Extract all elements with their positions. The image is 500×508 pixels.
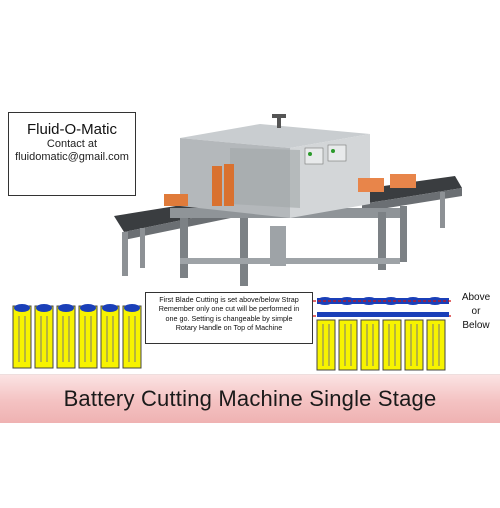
contact-label: Contact at (46, 138, 98, 150)
title-banner: Battery Cutting Machine Single Stage (0, 374, 500, 423)
note-line: Remember only one cut will be performed … (158, 304, 300, 314)
note-line: Rotary Handle on Top of Machine (175, 323, 283, 333)
note-line: First Blade Cutting is set above/below S… (159, 295, 299, 304)
machine-frame (170, 206, 407, 286)
battery-diagram-before (12, 304, 142, 369)
machine-housing (180, 114, 370, 218)
battery-straps-before (14, 304, 140, 312)
cut-strap-bar (317, 312, 449, 317)
note-line: one go. Setting is changeable by simple (165, 313, 293, 323)
label-below: Below (462, 320, 490, 331)
machine-illustration (114, 114, 462, 286)
battery-cells-after (316, 319, 446, 371)
position-label: Above or Below (454, 291, 498, 333)
right-conveyor (355, 176, 462, 228)
cutting-note: First Blade Cutting is set above/below S… (145, 292, 313, 344)
battery-diagram-after (313, 297, 451, 371)
label-or: or (471, 306, 481, 317)
contact-box: Fluid-O-Matic Contact at fluidomatic@gma… (8, 112, 136, 196)
battery-cells-before (12, 305, 142, 369)
battery-products (164, 164, 416, 206)
brand-name: Fluid-O-Matic (26, 121, 117, 138)
banner-title: Battery Cutting Machine Single Stage (63, 386, 437, 411)
label-above: Above (461, 292, 491, 303)
contact-email: fluidomatic@gmail.com (15, 151, 129, 163)
